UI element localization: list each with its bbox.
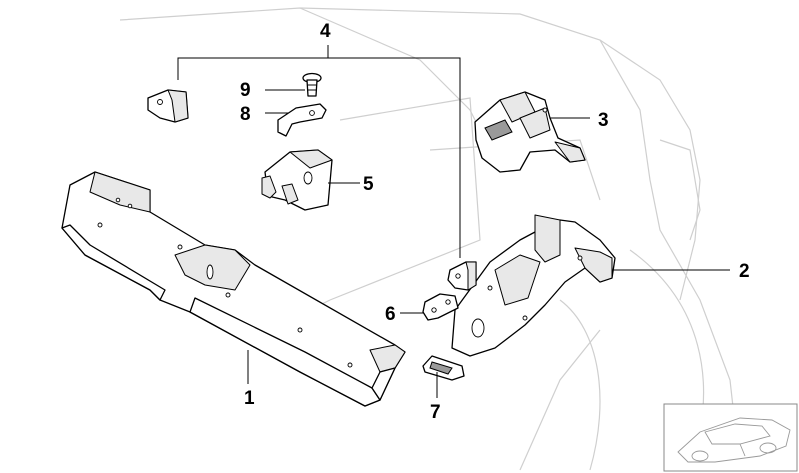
callout-8: 8: [240, 104, 251, 125]
callout-4: 4: [320, 21, 331, 42]
part-mounting-bracket: [474, 91, 586, 173]
callout-5: 5: [363, 174, 374, 195]
callout-2: 2: [739, 261, 750, 282]
callout-3: 3: [598, 110, 609, 131]
callout-6: 6: [385, 304, 396, 325]
part-crossmember: [61, 171, 406, 407]
callout-labels: 1 2 3 4 5 6 7 8 9: [240, 21, 750, 423]
vehicle-body-outline: [119, 7, 741, 471]
callout-1: 1: [244, 388, 255, 409]
callout-9: 9: [240, 80, 251, 101]
part-bracket-plate: [261, 149, 333, 211]
part-clip: [422, 355, 465, 381]
part-support-bracket: [451, 214, 616, 357]
part-small-bracket-top: [147, 89, 189, 123]
part-small-bracket-right: [447, 261, 477, 291]
leader-lines: [177, 45, 730, 398]
callout-7: 7: [430, 402, 441, 423]
part-clamp: [277, 103, 327, 137]
part-angle-bracket: [422, 293, 459, 321]
vehicle-overview-icon: [663, 403, 798, 472]
part-screw: [302, 72, 322, 97]
